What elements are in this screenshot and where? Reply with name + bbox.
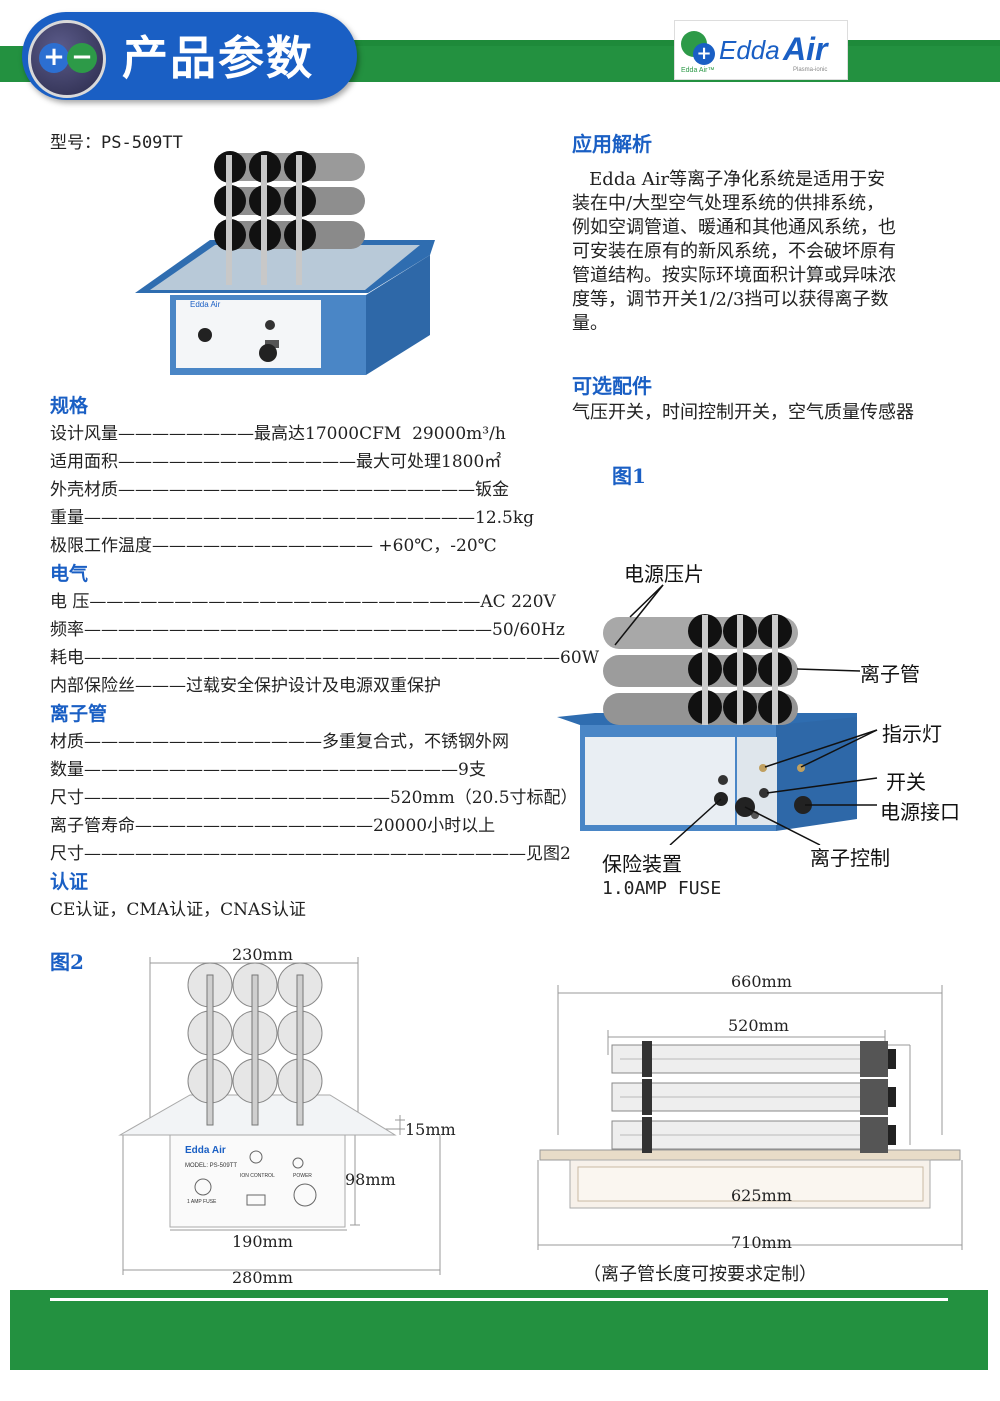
- application-line: Edda Air等离子净化系统是适用于安: [572, 169, 886, 190]
- application-line: 装在中/大型空气处理系统的供排系统，: [572, 193, 885, 214]
- dim-98: 98mm: [345, 1170, 396, 1189]
- spec-list: 规格设计风量————————最高达17000CFM 29000m³/h 适用面积—…: [50, 392, 599, 924]
- front-ion-control: ION CONTROL: [240, 1173, 275, 1179]
- spec-row: 适用面积——————————————最大可处理1800㎡: [50, 452, 502, 472]
- dim-15: 15mm: [405, 1120, 456, 1139]
- dim-230: 230mm: [232, 945, 293, 964]
- spec-row: 尺寸——————————————————520mm（20.5寸标配）: [50, 788, 578, 808]
- callout-indicator-light: 指示灯: [882, 722, 942, 746]
- spec-section-heading: 离子管: [50, 703, 108, 725]
- logo-brand-text: Edda: [719, 35, 780, 65]
- front-fuse: 1 AMP FUSE: [187, 1199, 217, 1205]
- custom-length-note: （离子管长度可按要求定制）: [583, 1264, 817, 1285]
- fig2-label: 图2: [50, 950, 84, 974]
- spec-row: CE认证，CMA认证，CNAS认证: [50, 900, 306, 920]
- edda-air-logo: + Edda Air Edda Air™ Plasma-ionic: [674, 20, 848, 80]
- application-line: 例如空调管道、暖通和其他通风系统，也: [572, 217, 896, 238]
- front-brand: Edda Air: [185, 1145, 226, 1156]
- spec-row: 频率————————————————————————50/60Hz: [50, 620, 565, 640]
- logo-small-text: Edda Air™: [681, 67, 715, 74]
- front-view-drawing: Edda Air MODEL: PS-509TT 1 AMP FUSE ION …: [118, 957, 441, 1275]
- callout-switch: 开关: [886, 770, 926, 794]
- front-power: POWER: [293, 1173, 312, 1179]
- header-accent-bar: [300, 40, 1000, 46]
- callout-power-port: 电源接口: [880, 800, 960, 824]
- spec-row: 数量——————————————————————9支: [50, 760, 486, 780]
- front-model: MODEL: PS-509TT: [185, 1163, 237, 1169]
- dim-625: 625mm: [731, 1186, 792, 1205]
- unit-brand: Edda Air: [190, 300, 221, 309]
- spec-row: 内部保险丝———过载安全保护设计及电源双重保护: [50, 676, 441, 696]
- spec-section-heading: 规格: [50, 395, 89, 417]
- spec-row: 材质——————————————多重复合式，不锈钢外网: [50, 732, 509, 752]
- application-title: 应用解析: [572, 132, 652, 156]
- spec-row: 耗电————————————————————————————60W: [50, 648, 600, 668]
- callout-power-clamp: 电源压片: [624, 562, 704, 586]
- spec-row: 重量———————————————————————12.5kg: [50, 508, 535, 528]
- dim-520: 520mm: [728, 1016, 789, 1035]
- dim-660: 660mm: [731, 972, 792, 991]
- accessories-text: 气压开关，时间控制开关，空气质量传感器: [572, 402, 914, 423]
- dim-190: 190mm: [232, 1232, 293, 1251]
- spec-row: 离子管寿命——————————————20000小时以上: [50, 816, 496, 836]
- logo-tagline: Plasma-ionic: [793, 67, 828, 73]
- application-text: Edda Air等离子净化系统是适用于安装在中/大型空气处理系统的供排系统， 例如…: [572, 168, 896, 336]
- plus-minus-icon: + −: [28, 20, 106, 98]
- callout-fuse: 保险装置: [602, 852, 682, 876]
- footer-bar: [10, 1290, 988, 1370]
- logo-air-text: Air: [783, 31, 828, 67]
- dim-710: 710mm: [731, 1233, 792, 1252]
- spec-row: 尺寸——————————————————————————见图2: [50, 844, 571, 864]
- footer-divider: [50, 1298, 948, 1301]
- model-number: 型号：PS-509TT: [50, 133, 183, 153]
- page-title: 产品参数: [122, 31, 314, 85]
- application-line: 管道结构。按实际环境面积计算或异味浓: [572, 265, 896, 286]
- product-photo: Edda Air: [135, 151, 435, 375]
- spec-row: 极限工作温度————————————— +60℃，-20℃: [50, 536, 497, 556]
- side-view-drawing: [537, 985, 963, 1250]
- spec-row: 电 压———————————————————————AC 220V: [50, 592, 556, 612]
- callout-fuse-rating: 1.0AMP FUSE: [602, 878, 722, 899]
- figure-1-diagram: [557, 584, 878, 845]
- spec-section-heading: 认证: [50, 871, 89, 893]
- dim-280: 280mm: [232, 1268, 293, 1287]
- callout-ion-control: 离子控制: [810, 846, 890, 870]
- fig1-label: 图1: [612, 464, 646, 488]
- callout-ion-tube: 离子管: [860, 662, 920, 686]
- application-line: 度等，调节开关1/2/3挡可以获得离子数: [572, 289, 889, 310]
- application-line: 量。: [572, 313, 608, 334]
- application-line: 可安装在原有的新风系统，不会破坏原有: [572, 241, 896, 262]
- spec-section-heading: 电气: [50, 563, 89, 585]
- spec-row: 外壳材质—————————————————————钣金: [50, 480, 509, 500]
- accessories-title: 可选配件: [572, 374, 652, 398]
- spec-row: 设计风量————————最高达17000CFM 29000m³/h: [50, 424, 506, 444]
